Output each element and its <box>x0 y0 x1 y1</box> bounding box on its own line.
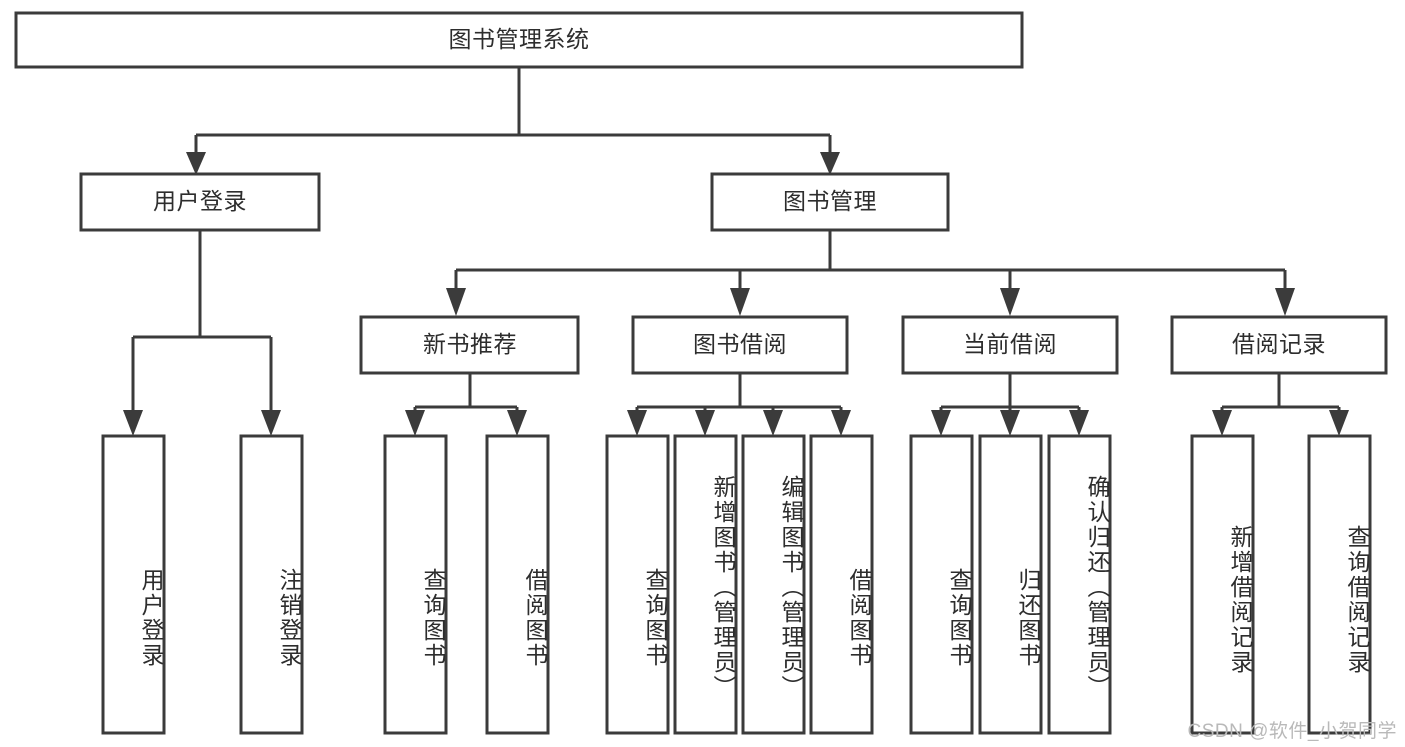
arrow-to-new-book <box>446 288 466 316</box>
connector-new-book-to-leaves <box>405 373 527 436</box>
leaf-box-borrow-book-b[interactable] <box>809 434 874 735</box>
leaf-box-add-record[interactable] <box>1190 434 1255 735</box>
leaf-box-logout[interactable] <box>239 434 304 735</box>
connector-borrow-record-to-leaves <box>1212 373 1349 436</box>
leaf-box-borrow-book-a[interactable] <box>485 434 550 735</box>
node-book-manage[interactable]: 图书管理 <box>710 172 950 232</box>
arrow-to-book-borrow <box>730 288 750 316</box>
book-manage-label: 图书管理 <box>783 188 877 214</box>
leaf-box-user-login[interactable] <box>101 434 166 735</box>
root-box[interactable] <box>14 11 1024 69</box>
new-book-recommend-box[interactable] <box>359 315 580 375</box>
connector-root-to-level2 <box>186 67 840 175</box>
arrow-to-leaf-logout <box>261 410 281 436</box>
connector-user-login-to-leaves <box>123 230 281 436</box>
leaf-box-return-book[interactable] <box>978 434 1043 735</box>
root-label: 图书管理系统 <box>449 26 590 52</box>
arrow-to-leaf-user-login <box>123 410 143 436</box>
current-borrow-label: 当前借阅 <box>963 331 1057 357</box>
node-book-borrow[interactable]: 图书借阅 <box>631 315 849 375</box>
borrow-record-label: 借阅记录 <box>1232 331 1326 357</box>
watermark-text: CSDN @软件_小贺同学 <box>1187 721 1397 742</box>
node-borrow-record[interactable]: 借阅记录 <box>1170 315 1388 375</box>
node-current-borrow[interactable]: 当前借阅 <box>901 315 1119 375</box>
current-borrow-box[interactable] <box>901 315 1119 375</box>
leaf-box-query-book-b[interactable] <box>605 434 670 735</box>
user-login-label: 用户登录 <box>153 188 247 214</box>
connector-book-borrow-to-leaves <box>627 373 851 436</box>
leaf-boxes-group <box>101 434 1372 735</box>
leaf-box-confirm-return[interactable] <box>1047 434 1112 735</box>
leaf-box-query-book-a[interactable] <box>383 434 448 735</box>
new-book-recommend-label: 新书推荐 <box>423 331 517 357</box>
user-login-box[interactable] <box>79 172 321 232</box>
leaf-box-edit-book[interactable] <box>741 434 806 735</box>
arrow-to-borrow-record <box>1275 288 1295 316</box>
leaf-box-query-record[interactable] <box>1307 434 1372 735</box>
connector-current-borrow-to-leaves <box>931 373 1089 436</box>
node-root[interactable]: 图书管理系统 <box>14 11 1024 69</box>
arrow-to-book-manage <box>820 152 840 175</box>
leaf-box-add-book[interactable] <box>673 434 738 735</box>
arrow-to-user-login <box>186 152 206 175</box>
connector-book-manage-to-level3 <box>446 230 1295 316</box>
book-borrow-label: 图书借阅 <box>693 331 787 357</box>
node-user-login[interactable]: 用户登录 <box>79 172 321 232</box>
leaf-box-query-book-c[interactable] <box>909 434 974 735</box>
node-new-book-recommend[interactable]: 新书推荐 <box>359 315 580 375</box>
arrow-to-current-borrow <box>1000 288 1020 316</box>
